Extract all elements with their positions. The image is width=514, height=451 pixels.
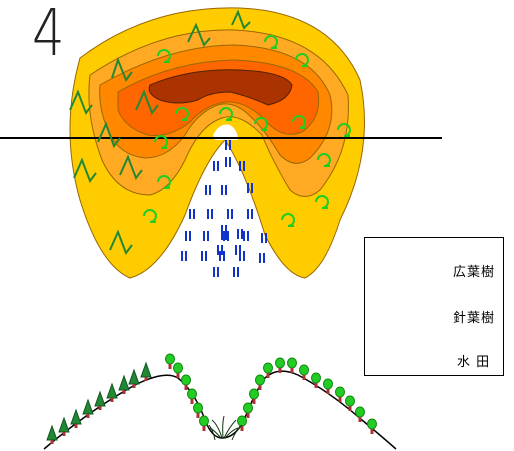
- panel-number: 4: [32, 0, 65, 71]
- legend-label-paddy: 水 田: [457, 355, 491, 370]
- profile-conifer-tree: [118, 374, 130, 391]
- profile-conifer-tree: [70, 408, 82, 425]
- profile-tree-trunk: [98, 406, 102, 410]
- profile-tree-trunk: [132, 384, 136, 388]
- profile-tree-trunk: [86, 414, 90, 418]
- profile-broadleaf-tree: [173, 362, 183, 374]
- profile-broadleaf-tree: [263, 362, 273, 374]
- profile-tree-trunk: [176, 373, 180, 378]
- profile-broadleaf-tree: [193, 402, 203, 414]
- profile-conifer-tree: [46, 424, 58, 441]
- profile-tree-trunk: [278, 368, 282, 373]
- contour-summit: [148, 69, 293, 106]
- profile-tree-trunk: [196, 413, 200, 418]
- legend-box: 広葉樹 針葉樹 水 田: [364, 237, 504, 376]
- profile-tree-trunk: [266, 373, 270, 378]
- profile-tree-trunk: [110, 398, 114, 402]
- profile-tree-trunk: [122, 390, 126, 394]
- profile-broadleaf-tree: [335, 386, 345, 398]
- profile-broadleaf-tree: [181, 374, 191, 386]
- profile-broadleaf-tree: [299, 364, 309, 376]
- profile-tree-trunk: [258, 385, 262, 390]
- profile-tree-trunk: [348, 406, 352, 411]
- profile-broadleaf-tree: [165, 353, 175, 365]
- broadleaf-symbols: [143, 35, 351, 227]
- profile-broadleaf-tree: [311, 372, 321, 384]
- profile-tree-trunk: [302, 375, 306, 380]
- profile-tree-trunk: [252, 399, 256, 404]
- profile-conifer-tree: [58, 416, 70, 433]
- profile-tree-trunk: [74, 424, 78, 428]
- profile-broadleaf-tree: [323, 378, 333, 390]
- profile-tree-trunk: [144, 377, 148, 381]
- profile-tree-trunk: [190, 399, 194, 404]
- legend-label-broadleaf: 広葉樹: [453, 265, 496, 280]
- valley-notch: [213, 124, 238, 140]
- profile-broadleaf-tree: [187, 388, 197, 400]
- profile-tree-trunk: [326, 389, 330, 394]
- profile-conifer-tree: [94, 390, 106, 407]
- profile-broadleaf-tree: [287, 357, 297, 369]
- profile-broadleafs: [165, 353, 377, 434]
- profile-conifer-tree: [82, 398, 94, 415]
- profile-tree-trunk: [290, 368, 294, 373]
- profile-paddy-grass: [208, 415, 243, 441]
- profile-tree-trunk: [202, 426, 206, 431]
- paddy-symbols: [181, 140, 267, 277]
- profile-tree-trunk: [314, 383, 318, 388]
- profile-broadleaf-tree: [355, 406, 365, 418]
- profile-tree-trunk: [50, 440, 54, 444]
- profile-tree-trunk: [168, 364, 172, 369]
- profile-conifers: [46, 361, 152, 444]
- profile-broadleaf-tree: [237, 415, 247, 427]
- profile-tree-trunk: [240, 426, 244, 431]
- profile-broadleaf-tree: [345, 395, 355, 407]
- profile-tree-trunk: [246, 413, 250, 418]
- profile-tree-trunk: [370, 429, 374, 434]
- profile-conifer-tree: [128, 368, 140, 385]
- profile-broadleaf-tree: [199, 415, 209, 427]
- profile-tree-trunk: [184, 385, 188, 390]
- profile-tree-trunk: [62, 432, 66, 436]
- profile-broadleaf-tree: [255, 374, 265, 386]
- profile-broadleaf-tree: [249, 388, 259, 400]
- profile-broadleaf-tree: [243, 402, 253, 414]
- conifer-symbols: [69, 9, 251, 256]
- profile-tree-trunk: [338, 397, 342, 402]
- profile-tree-trunk: [358, 417, 362, 422]
- profile-conifer-tree: [140, 361, 152, 378]
- legend-label-conifer: 針葉樹: [453, 311, 496, 326]
- profile-broadleaf-tree: [367, 418, 377, 430]
- profile-broadleaf-tree: [275, 357, 285, 369]
- profile-conifer-tree: [106, 382, 118, 399]
